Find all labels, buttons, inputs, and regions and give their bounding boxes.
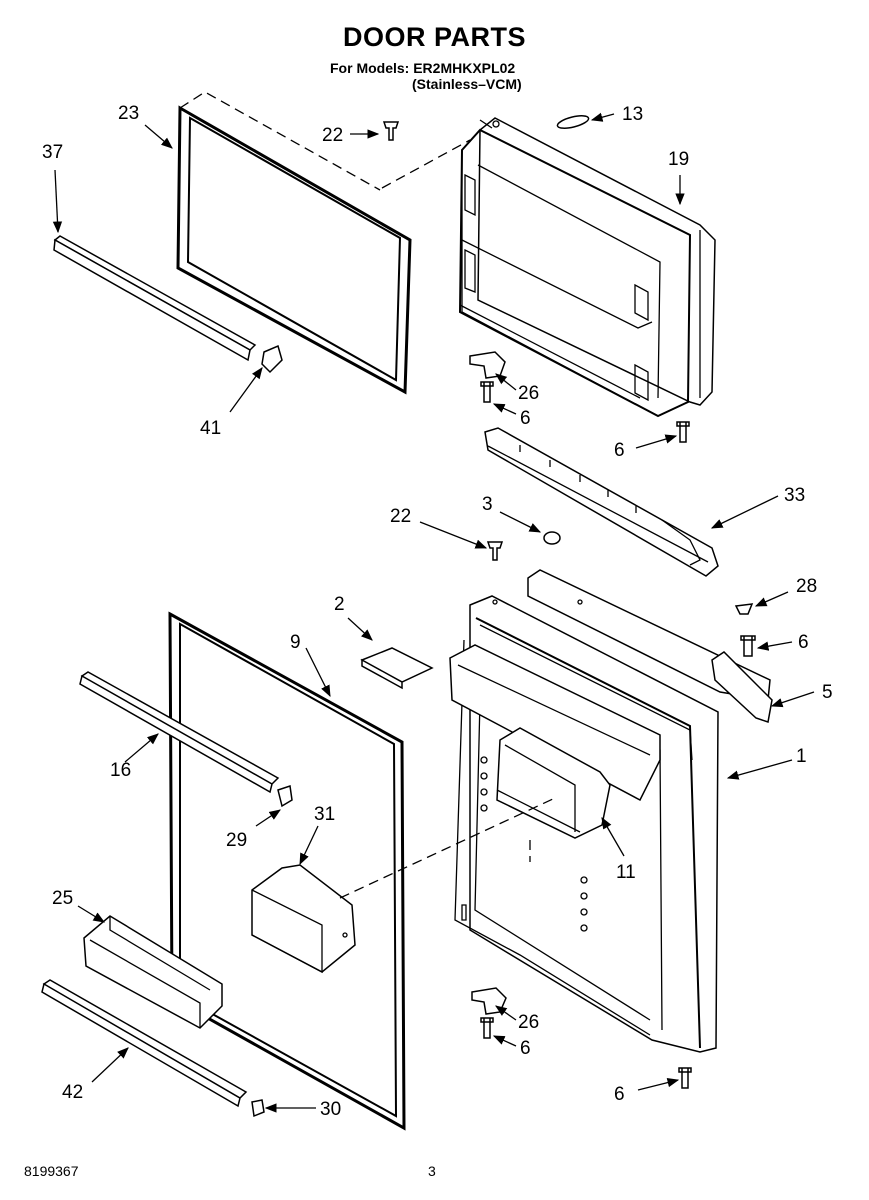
callout-37: 37: [42, 142, 63, 163]
callout-labels: 23 37 41 22 13 19 26 6 6 33 3 22 28 6 5 …: [42, 103, 833, 1120]
callout-22: 22: [322, 125, 343, 146]
callout-6: 6: [614, 440, 625, 461]
hole-plug: [543, 531, 561, 545]
callout-13: 13: [622, 104, 643, 125]
callout-26: 26: [518, 383, 539, 404]
shelf-bar-end-cap: [277, 785, 293, 808]
callout-19: 19: [668, 149, 689, 170]
handle-plug: [734, 603, 754, 615]
freezer-door-assembly: [458, 117, 716, 418]
freezer-door-handle-trim: [484, 427, 719, 577]
leader-lines: [52, 112, 815, 1113]
callout-26: 26: [518, 1012, 539, 1033]
door-shelf-bar: [79, 671, 280, 794]
freezer-door-gasket: [176, 105, 412, 395]
door-hinge: [469, 351, 506, 379]
alignment-line: [179, 91, 381, 191]
callout-1: 1: [796, 746, 807, 767]
callout-41: 41: [200, 418, 221, 439]
callout-22: 22: [390, 506, 411, 527]
callout-42: 42: [62, 1082, 83, 1103]
utility-compartment: [251, 864, 356, 974]
page-title: DOOR PARTS: [342, 22, 526, 52]
callout-16: 16: [110, 760, 131, 781]
door-handle-end-cap: [711, 651, 773, 723]
hinge-hole-plug: [556, 115, 590, 129]
lower-shelf-bar: [41, 979, 248, 1108]
document-number: 8199367: [24, 1163, 79, 1179]
callout-25: 25: [52, 888, 73, 909]
alignment-line: [381, 139, 471, 189]
callout-29: 29: [226, 830, 247, 851]
screw: [676, 421, 690, 443]
screw: [480, 381, 494, 403]
refrigerator-door-gasket: [168, 611, 406, 1131]
freezer-shelf-bar: [53, 235, 257, 362]
callout-28: 28: [796, 576, 817, 597]
refrigerator-door-assembly: [449, 569, 771, 1053]
callout-2: 2: [334, 594, 345, 615]
callout-6: 6: [798, 632, 809, 653]
models-line: For Models: ER2MHKXPL02: [330, 60, 516, 76]
freezer-shelf-end-cap: [261, 344, 283, 374]
screw: [382, 121, 400, 141]
page-number: 3: [428, 1163, 436, 1179]
callout-5: 5: [822, 682, 833, 703]
screw: [678, 1067, 692, 1089]
lower-shelf-end-cap: [251, 1099, 265, 1118]
callout-31: 31: [314, 804, 335, 825]
screw: [480, 1017, 494, 1039]
finish-line: (Stainless–VCM): [412, 76, 522, 92]
dairy-door: [360, 647, 434, 690]
callout-33: 33: [784, 485, 805, 506]
callout-6: 6: [614, 1084, 625, 1105]
callout-30: 30: [320, 1099, 341, 1120]
callout-11: 11: [616, 862, 636, 883]
alignment-line: [339, 797, 556, 899]
screw: [740, 635, 756, 657]
callout-23: 23: [118, 103, 139, 124]
callout-6: 6: [520, 408, 531, 429]
screw: [486, 541, 504, 561]
callout-9: 9: [290, 632, 301, 653]
diagram-header: DOOR PARTS: [0, 22, 869, 53]
callout-3: 3: [482, 494, 493, 515]
callout-6: 6: [520, 1038, 531, 1059]
door-bin: [83, 915, 223, 1029]
